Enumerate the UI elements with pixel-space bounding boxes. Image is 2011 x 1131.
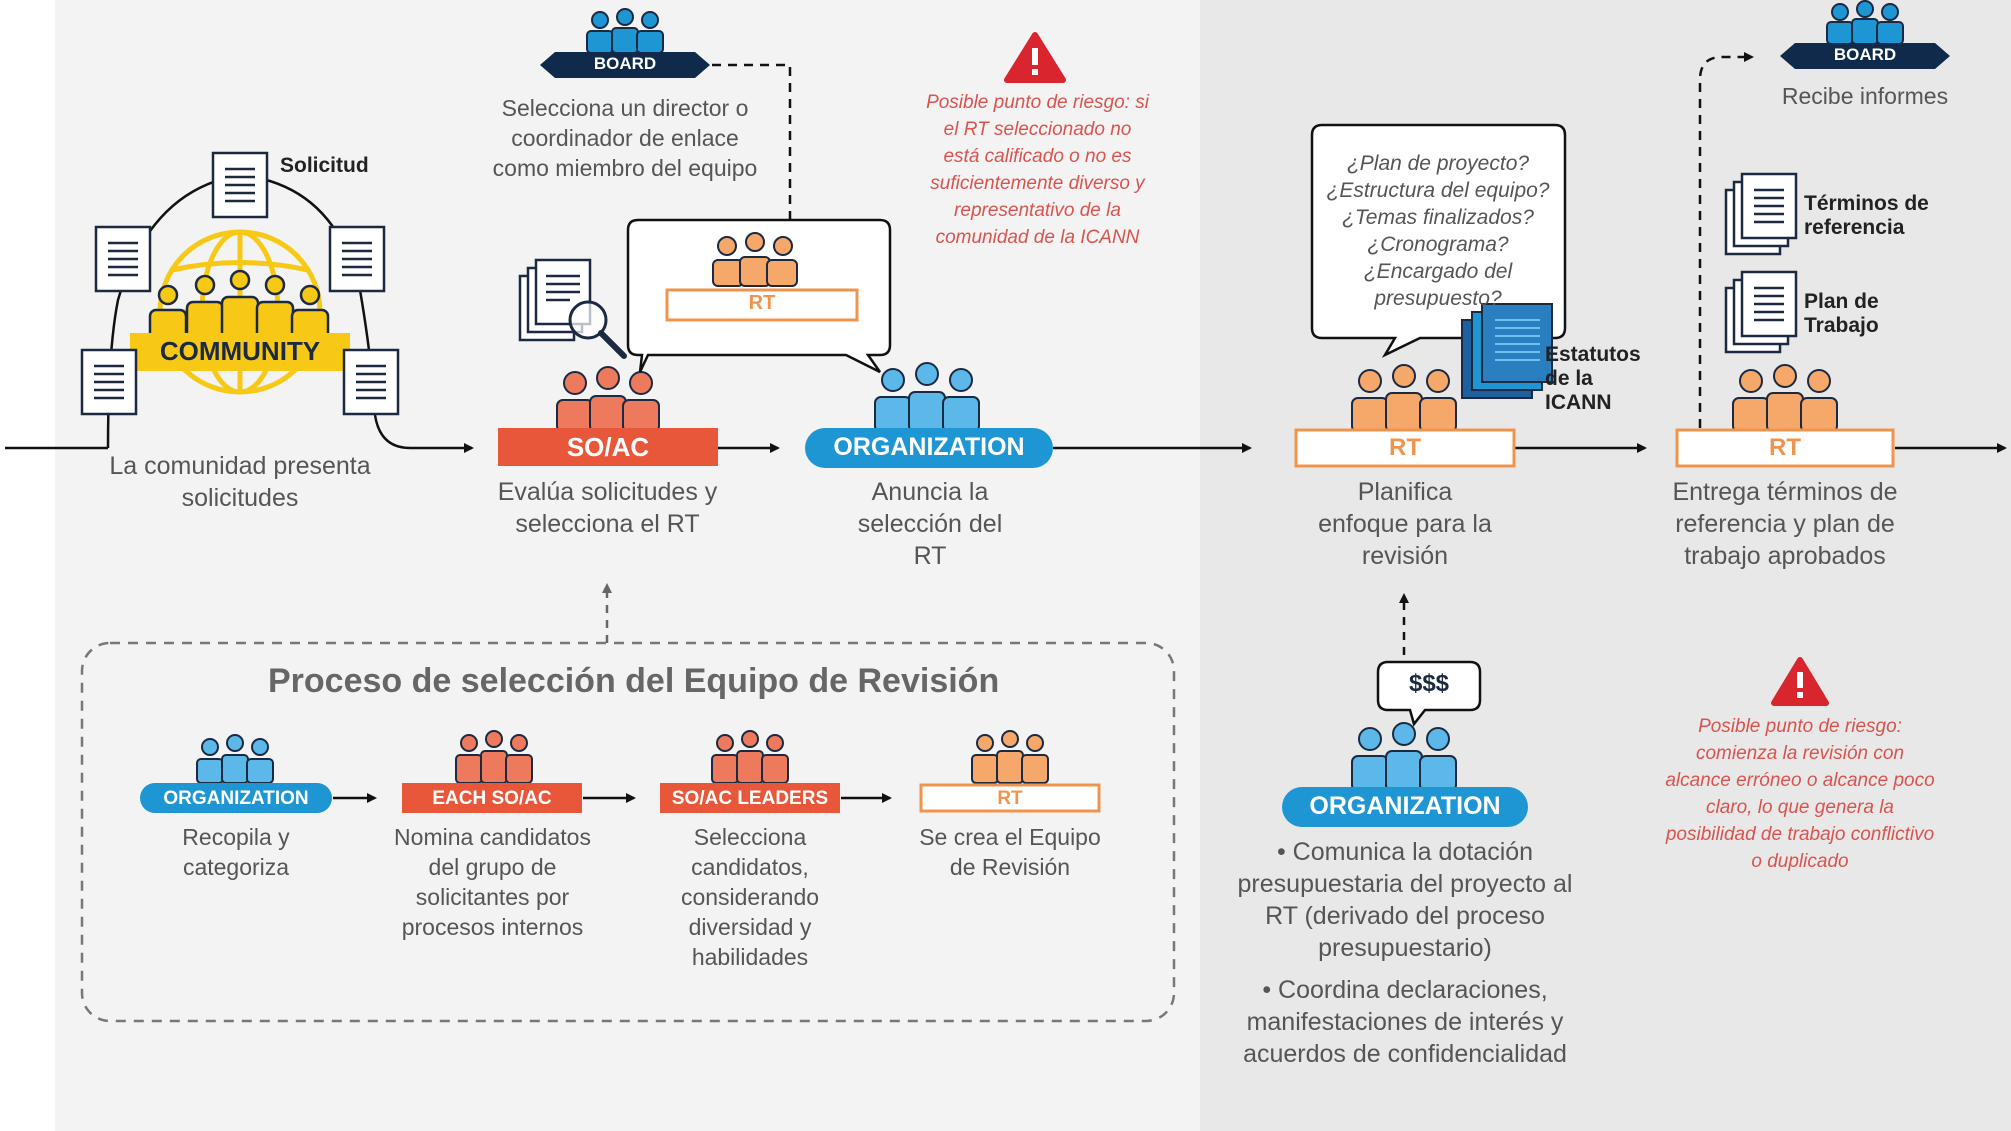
organization2-bullet1: • Comunica la dotación presupuestaria de…: [1237, 838, 1573, 962]
terms-doc-label: Términos de referencia: [1804, 192, 1929, 239]
process-step4-label: RT: [997, 788, 1023, 809]
board-top-people-icon: [586, 8, 664, 54]
organization1-label: ORGANIZATION: [833, 433, 1025, 461]
process-step2-caption: Nomina candidatos del grupo de solicitan…: [394, 824, 591, 940]
organization2-label: ORGANIZATION: [1309, 792, 1501, 820]
main-flow-arrows: [5, 414, 2007, 453]
organization2-bar: [1282, 787, 1528, 827]
plan-speech-bubble: [1310, 123, 1567, 358]
organization2-bullet2: • Coordina declaraciones, manifestacione…: [1243, 976, 1567, 1068]
rt-to-board-dashed-arrow: [1698, 52, 1754, 428]
organization1-bar: [805, 428, 1053, 468]
workplan-doc-label: Plan de Trabajo: [1804, 290, 1879, 337]
board-right-bar: [1780, 43, 1950, 69]
board-right-caption: Recibe informes: [1781, 83, 1949, 109]
rt-deliver-people-icon: [1732, 364, 1838, 433]
board-top-bar: [540, 52, 710, 78]
rt-deliver-label: RT: [1769, 434, 1801, 461]
process-step4-people-icon: [971, 730, 1049, 784]
rt-plan-label: RT: [1389, 434, 1421, 461]
community-bar: [130, 333, 350, 371]
process-step2-bar: [402, 783, 582, 813]
rt-deliver-caption: Entrega términos de referencia y plan de…: [1672, 478, 1898, 570]
bylaws-label: Estatutos de la ICANN: [1545, 343, 1641, 414]
process-box: [80, 641, 1176, 1023]
rt-deliver-bar: [1675, 428, 1895, 468]
money-bubble: [1376, 660, 1482, 727]
process-step4-caption: Se crea el Equipo de Revisión: [919, 824, 1101, 880]
rt-plan-bar: [1294, 428, 1516, 468]
terms-doc-icon: [1724, 172, 1798, 256]
board-top-caption: Selecciona un director o coordinador de …: [492, 95, 758, 181]
process-step3-caption: Selecciona candidatos, considerando dive…: [680, 824, 820, 970]
organization2-people-icon: [1351, 722, 1457, 792]
community-label: COMMUNITY: [159, 336, 321, 366]
money-label: $$$: [1408, 670, 1450, 697]
process-step3-people-icon: [711, 730, 789, 784]
process-step2-label: EACH SO/AC: [432, 788, 552, 809]
workplan-doc-icon: [1724, 270, 1798, 354]
community-caption: La comunidad presenta solicitudes: [109, 452, 371, 512]
bubble-rt-bar: [665, 288, 859, 322]
risk1-text: Posible punto de riesgo: si el RT selecc…: [926, 92, 1149, 248]
rt-plan-caption: Planifica enfoque para la revisión: [1318, 478, 1492, 570]
process-step1-label: ORGANIZATION: [163, 788, 309, 809]
process-step1-bar: [140, 783, 332, 813]
process-title: Proceso de selección del Equipo de Revis…: [268, 662, 1000, 700]
organization1-caption: Anuncia la selección del RT: [857, 478, 1003, 570]
warning-icon: [1004, 32, 1066, 83]
board-right-label: BOARD: [1833, 45, 1897, 64]
board-dashed-connector: [712, 63, 792, 220]
plan-bubble-text: ¿Plan de proyecto? ¿Estructura del equip…: [1326, 152, 1550, 310]
search-docs-icon: [518, 258, 627, 359]
rt-plan-people-icon: [1351, 364, 1457, 433]
process-step3-label: SO/AC LEADERS: [671, 788, 829, 809]
bubble-rt-people-icon: [712, 232, 798, 287]
soac-label: SO/AC: [566, 432, 650, 462]
bylaws-stack-icon: [1461, 303, 1553, 399]
bubble-rt-label: RT: [748, 292, 776, 314]
process-step3-bar: [660, 783, 840, 813]
soac-people-icon: [556, 366, 660, 433]
process-step2-people-icon: [455, 730, 533, 784]
solicitud-label: Solicitud: [280, 154, 369, 177]
soac-caption: Evalúa solicitudes y selecciona el RT: [497, 478, 718, 538]
process-step4-bar: [919, 783, 1101, 813]
process-step1-people-icon: [196, 734, 274, 784]
organization1-people-icon: [874, 362, 980, 433]
board-top-label: BOARD: [593, 54, 657, 73]
board-right-people-icon: [1826, 0, 1904, 45]
community-people-icon: [148, 269, 330, 344]
warning-icon-2: [1771, 657, 1829, 706]
risk2-text: Posible punto de riesgo: comienza la rev…: [1665, 716, 1935, 872]
process-step1-caption: Recopila y categoriza: [182, 824, 290, 880]
soac-bar: [498, 428, 718, 466]
